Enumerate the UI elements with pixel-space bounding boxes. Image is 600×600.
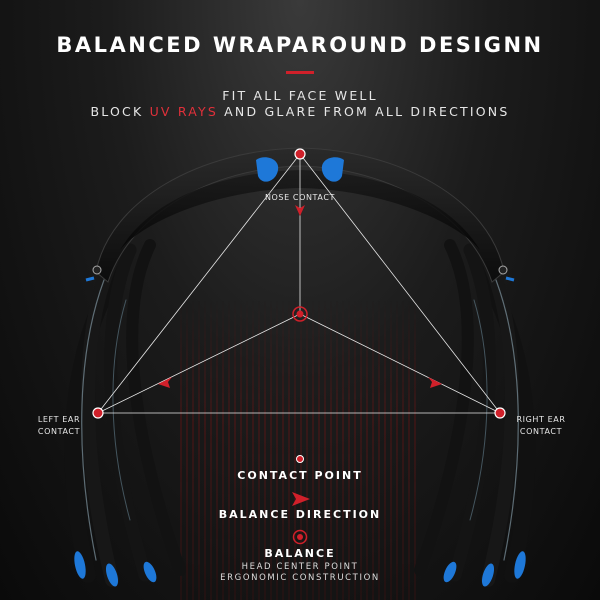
page-title: BALANCED WRAPAROUND DESIGNN — [56, 33, 544, 57]
subtitle-highlight: UV RAYS — [149, 104, 218, 119]
subtitle-suffix: AND GLARE FROM ALL DIRECTIONS — [217, 104, 510, 119]
temple-tips — [74, 551, 526, 587]
balance-center-point — [292, 306, 308, 322]
balance-direction-icon — [292, 492, 310, 506]
red-stripe-pattern — [180, 300, 420, 600]
right-ear-contact-label: RIGHT EAR CONTACT — [506, 414, 576, 438]
balance-icon — [292, 529, 308, 545]
legend-balance: BALANCE — [264, 547, 336, 560]
hinge-right — [498, 265, 508, 275]
lens-top — [120, 170, 480, 250]
title-underline — [286, 71, 314, 74]
legend-balance-direction: BALANCE DIRECTION — [218, 508, 382, 521]
balance-lines — [97, 153, 501, 414]
subtitle-prefix: BLOCK — [90, 104, 150, 119]
subtitle-line-2: BLOCK UV RAYS AND GLARE FROM ALL DIRECTI… — [0, 104, 600, 119]
left-ear-label-line2: CONTACT — [37, 427, 81, 436]
right-ear-label-line2: CONTACT — [519, 427, 563, 436]
subtitle-line-1: FIT ALL FACE WELL — [222, 88, 378, 103]
contact-points — [92, 148, 506, 419]
temple-arms — [64, 239, 536, 587]
balance-direction-arrows — [158, 205, 442, 388]
legend-balance-sub2: ERGONOMIC CONSTRUCTION — [220, 573, 380, 583]
nose-pad-right — [321, 157, 344, 182]
left-ear-contact-label: LEFT EAR CONTACT — [24, 414, 94, 438]
left-ear-label-line1: LEFT EAR — [37, 415, 81, 424]
right-ear-label-line1: RIGHT EAR — [516, 415, 566, 424]
legend-contact-point: CONTACT POINT — [237, 469, 363, 482]
nose-pad-left — [256, 157, 279, 182]
nose-contact-label: NOSE CONTACT — [264, 193, 336, 202]
contact-point-icon — [296, 455, 304, 463]
hinge-left — [92, 265, 102, 275]
legend-balance-sub1: HEAD CENTER POINT — [241, 562, 359, 572]
